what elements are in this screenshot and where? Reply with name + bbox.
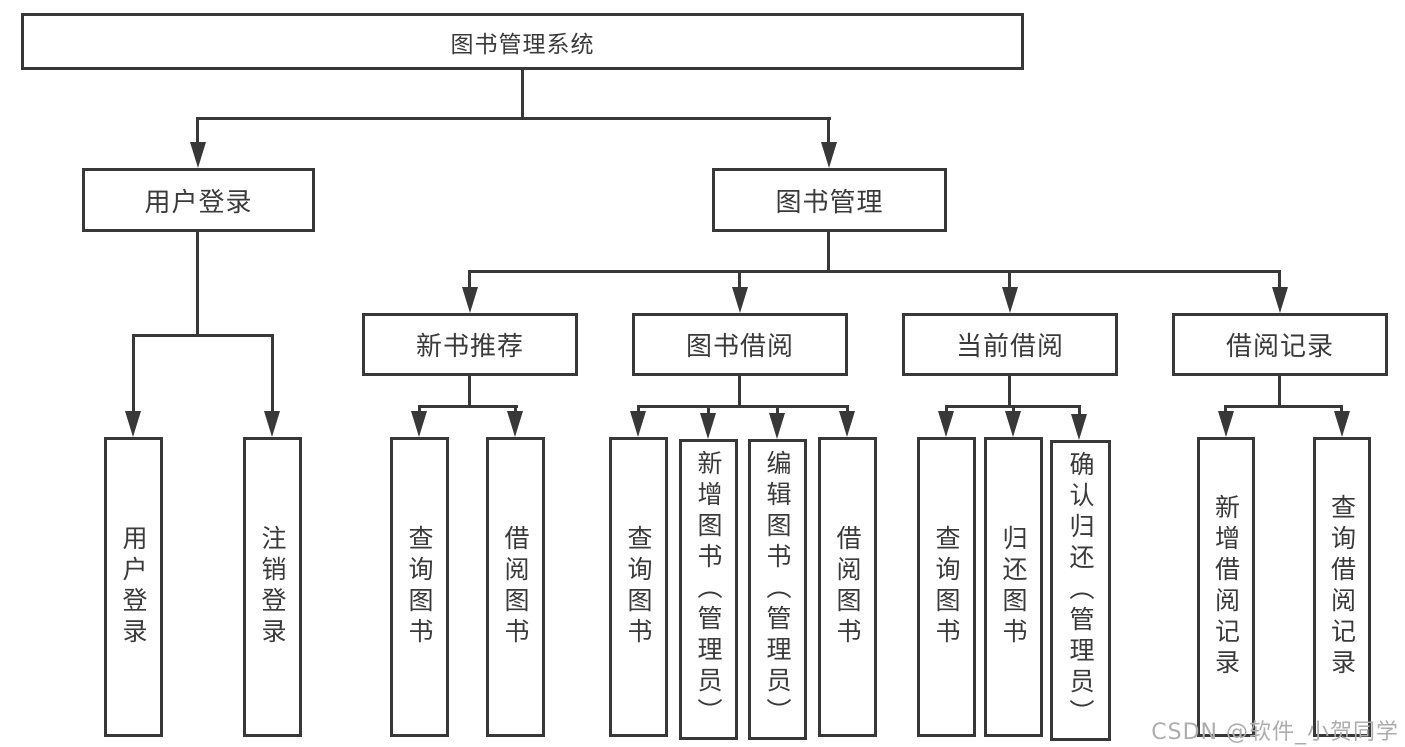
arrow-down-icon bbox=[264, 411, 280, 437]
arrow-down-icon bbox=[839, 411, 855, 437]
leaf-query-book-2: 查询图书 bbox=[609, 437, 668, 737]
leaf-borrow-book-2: 借阅图书 bbox=[818, 437, 877, 737]
connector-level3-rail bbox=[468, 270, 1281, 273]
arrow-down-icon bbox=[411, 411, 427, 437]
node-borrow-record: 借阅记录 bbox=[1172, 313, 1388, 376]
connector-borrow-record-rail bbox=[1224, 405, 1342, 408]
connector-drop bbox=[945, 405, 948, 415]
connector-book-mgmt-stem bbox=[827, 230, 830, 273]
leaf-label: 确认归还（管理员） bbox=[1066, 451, 1095, 730]
connector-drop bbox=[776, 405, 779, 415]
connector-drop bbox=[846, 405, 849, 415]
connector-drop-new-book-rec bbox=[468, 270, 471, 292]
leaf-label: 借阅图书 bbox=[833, 525, 862, 649]
leaf-label: 用户登录 bbox=[119, 525, 148, 649]
leaf-add-book-admin: 新增图书（管理员） bbox=[679, 439, 738, 740]
leaf-label: 查询借阅记录 bbox=[1327, 494, 1357, 680]
connector-drop bbox=[1340, 405, 1343, 415]
leaf-label: 查询图书 bbox=[624, 525, 653, 649]
arrow-down-icon bbox=[507, 411, 523, 437]
node-book-borrow: 图书借阅 bbox=[632, 313, 848, 376]
connector-drop bbox=[637, 405, 640, 415]
connector-drop bbox=[707, 405, 710, 415]
connector-drop-book-mgmt bbox=[827, 117, 830, 147]
connector-drop-borrow-record bbox=[1278, 270, 1281, 292]
arrow-down-icon bbox=[732, 287, 748, 313]
arrow-down-icon bbox=[630, 411, 646, 437]
connector-book-borrow-stem bbox=[738, 374, 741, 408]
csdn-watermark: CSDN @软件_小贺同学 bbox=[1151, 720, 1399, 745]
connector-drop bbox=[1078, 405, 1081, 415]
node-user-login: 用户登录 bbox=[82, 168, 315, 232]
connector-drop-book-borrow bbox=[738, 270, 741, 292]
connector-book-borrow-rail bbox=[637, 405, 849, 408]
arrow-down-icon bbox=[1071, 414, 1087, 440]
connector-drop bbox=[1012, 405, 1015, 415]
arrow-down-icon bbox=[125, 411, 141, 437]
leaf-label: 查询图书 bbox=[405, 525, 434, 649]
connector-root-stem bbox=[521, 68, 524, 120]
arrow-down-icon bbox=[821, 142, 837, 168]
connector-drop-leaf-logout bbox=[271, 334, 274, 414]
arrow-down-icon bbox=[1272, 287, 1288, 313]
leaf-return-book: 归还图书 bbox=[984, 437, 1043, 737]
node-current-borrow: 当前借阅 bbox=[902, 313, 1118, 376]
leaf-label: 查询图书 bbox=[932, 525, 961, 649]
connector-borrow-record-stem bbox=[1278, 374, 1281, 408]
node-book-mgmt: 图书管理 bbox=[712, 168, 947, 232]
leaf-confirm-return-admin: 确认归还（管理员） bbox=[1050, 440, 1111, 741]
connector-drop-leaf-login bbox=[132, 334, 135, 414]
connector-level2-rail bbox=[196, 117, 831, 120]
leaf-borrow-book-1: 借阅图书 bbox=[486, 437, 545, 737]
connector-drop bbox=[418, 405, 421, 415]
leaf-logout: 注销登录 bbox=[243, 437, 302, 737]
leaf-user-login: 用户登录 bbox=[104, 437, 163, 737]
leaf-query-book-3: 查询图书 bbox=[917, 437, 976, 737]
leaf-label: 新增图书（管理员） bbox=[694, 450, 723, 729]
connector-drop-current-borrow bbox=[1008, 270, 1011, 292]
leaf-query-book-1: 查询图书 bbox=[390, 437, 449, 737]
leaf-label: 借阅图书 bbox=[501, 525, 530, 649]
leaf-label: 新增借阅记录 bbox=[1211, 494, 1241, 680]
connector-new-book-stem bbox=[468, 374, 471, 408]
leaf-label: 注销登录 bbox=[258, 525, 287, 649]
connector-user-login-rail bbox=[132, 334, 274, 337]
arrow-down-icon bbox=[769, 413, 785, 439]
arrow-down-icon bbox=[190, 142, 206, 168]
leaf-add-borrow-record: 新增借阅记录 bbox=[1197, 437, 1255, 737]
connector-new-book-rail bbox=[418, 405, 518, 408]
connector-current-borrow-stem bbox=[1008, 374, 1011, 408]
connector-drop bbox=[1224, 405, 1227, 415]
node-root-system: 图书管理系统 bbox=[21, 13, 1024, 70]
leaf-label: 编辑图书（管理员） bbox=[763, 450, 792, 729]
arrow-down-icon bbox=[1334, 411, 1350, 437]
leaf-query-borrow-record: 查询借阅记录 bbox=[1313, 437, 1371, 737]
connector-drop bbox=[514, 405, 517, 415]
node-new-book-rec: 新书推荐 bbox=[362, 313, 578, 376]
arrow-down-icon bbox=[462, 287, 478, 313]
leaf-edit-book-admin: 编辑图书（管理员） bbox=[748, 439, 807, 740]
arrow-down-icon bbox=[938, 411, 954, 437]
connector-drop-user-login bbox=[196, 117, 199, 147]
connector-user-login-stem bbox=[196, 230, 199, 337]
leaf-label: 归还图书 bbox=[999, 525, 1028, 649]
arrow-down-icon bbox=[1002, 287, 1018, 313]
arrow-down-icon bbox=[1005, 411, 1021, 437]
arrow-down-icon bbox=[1218, 411, 1234, 437]
arrow-down-icon bbox=[700, 413, 716, 439]
